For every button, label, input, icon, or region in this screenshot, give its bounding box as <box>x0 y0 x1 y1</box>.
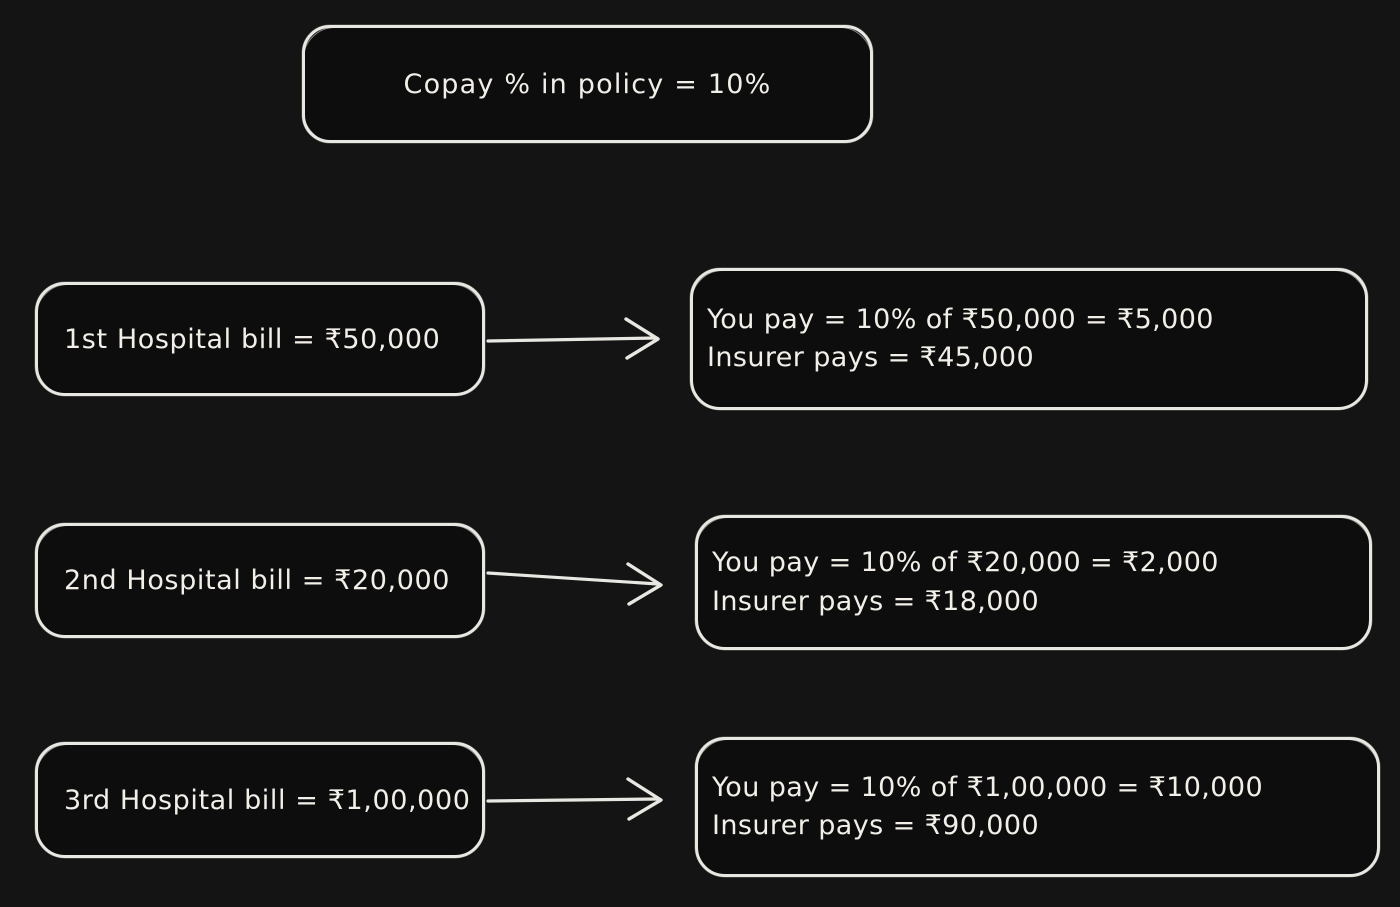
payment-breakdown-box-1[interactable]: You pay = 10% of ₹50,000 = ₹5,000 Insure… <box>690 268 1368 410</box>
payment-breakdown-lines-2: You pay = 10% of ₹20,000 = ₹2,000 Insure… <box>698 544 1369 621</box>
payment-breakdown-lines-3: You pay = 10% of ₹1,00,000 = ₹10,000 Ins… <box>698 769 1377 846</box>
you-pay-line-2: You pay = 10% of ₹20,000 = ₹2,000 <box>712 547 1219 579</box>
insurer-pays-line-1: Insurer pays = ₹45,000 <box>707 342 1035 373</box>
copay-policy-box[interactable]: Copay % in policy = 10% <box>302 25 873 143</box>
insurer-pays-line-2: Insurer pays = ₹18,000 <box>712 585 1040 617</box>
insurer-pays-line-3: Insurer pays = ₹90,000 <box>712 810 1040 841</box>
payment-breakdown-box-2[interactable]: You pay = 10% of ₹20,000 = ₹2,000 Insure… <box>695 515 1372 650</box>
you-pay-line-1: You pay = 10% of ₹50,000 = ₹5,000 <box>707 303 1214 335</box>
hospital-bill-label-2: 2nd Hospital bill = ₹20,000 <box>64 565 451 596</box>
hospital-bill-box-3[interactable]: 3rd Hospital bill = ₹1,00,000 <box>35 742 485 858</box>
hospital-bill-box-1[interactable]: 1st Hospital bill = ₹50,000 <box>35 282 485 396</box>
hospital-bill-label-1: 1st Hospital bill = ₹50,000 <box>64 323 441 355</box>
payment-breakdown-box-3[interactable]: You pay = 10% of ₹1,00,000 = ₹10,000 Ins… <box>695 737 1380 877</box>
flow-arrow-1 <box>486 317 660 360</box>
you-pay-line-3: You pay = 10% of ₹1,00,000 = ₹10,000 <box>712 771 1264 803</box>
flow-arrow-2 <box>486 562 663 606</box>
hospital-bill-box-2[interactable]: 2nd Hospital bill = ₹20,000 <box>35 523 485 638</box>
copay-policy-label: Copay % in policy = 10% <box>403 68 772 100</box>
hospital-bill-label-3: 3rd Hospital bill = ₹1,00,000 <box>64 784 471 816</box>
payment-breakdown-lines-1: You pay = 10% of ₹50,000 = ₹5,000 Insure… <box>693 301 1365 378</box>
flow-arrow-3 <box>486 777 663 821</box>
